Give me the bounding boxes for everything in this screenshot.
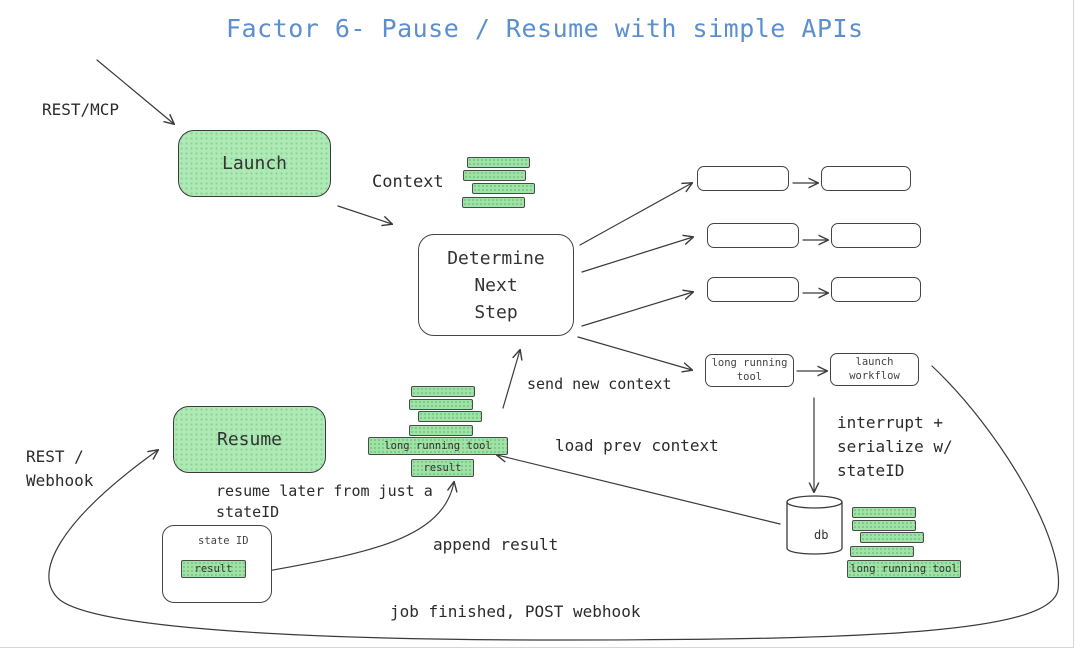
context-bar	[463, 170, 526, 181]
rest-mcp-label: REST/MCP	[42, 100, 120, 119]
launch-node[interactable]: Launch	[178, 130, 331, 197]
db-label: db	[814, 528, 829, 542]
context-bar	[860, 532, 924, 543]
state-id-label: state ID	[198, 535, 249, 547]
send-new-context-label: send new context	[527, 375, 672, 393]
context-bar	[418, 411, 482, 422]
append-result-label: append result	[433, 535, 559, 554]
long-running-tool-tag: long running tool	[368, 437, 508, 455]
interrupt-label-line2: serialize w/	[837, 437, 953, 456]
launch-workflow-node[interactable]: launch workflow	[830, 353, 919, 386]
context-bar	[850, 546, 914, 557]
db-icon[interactable]	[784, 492, 846, 560]
step-box-row2-b[interactable]	[831, 223, 921, 248]
context-bar	[409, 425, 473, 436]
interrupt-label-line3: stateID	[837, 461, 905, 480]
context-bar	[462, 197, 525, 208]
context-label: Context	[372, 172, 444, 192]
load-prev-context-label: load prev context	[555, 436, 719, 455]
page-title: Factor 6- Pause / Resume with simple API…	[226, 14, 864, 43]
state-id-box[interactable]	[162, 525, 272, 603]
launch-label: Launch	[221, 153, 288, 174]
step-box-row3-b[interactable]	[831, 277, 921, 302]
context-bar	[852, 520, 916, 531]
resume-later-label-line1: resume later from just a	[216, 482, 433, 500]
resume-node[interactable]: Resume	[173, 406, 326, 473]
step-box-row3-a[interactable]	[707, 277, 799, 302]
step-box-row1-a[interactable]	[697, 166, 789, 191]
state-result-tag: result	[181, 560, 246, 578]
context-bar	[472, 183, 535, 194]
determine-next-step-node[interactable]: Determine Next Step	[418, 234, 574, 336]
context-bar	[467, 157, 530, 168]
context-bar	[411, 386, 475, 397]
resume-label: Resume	[216, 429, 283, 450]
result-tag: result	[411, 459, 474, 477]
db-long-running-tool-tag: long running tool	[847, 560, 961, 578]
rest-label: REST /	[26, 447, 84, 466]
context-bar	[852, 507, 916, 518]
webhook-label: Webhook	[26, 471, 94, 490]
step-box-row1-b[interactable]	[821, 166, 911, 191]
step-box-row2-a[interactable]	[707, 223, 799, 248]
context-bar	[409, 399, 473, 410]
interrupt-label-line1: interrupt +	[837, 413, 943, 432]
job-finished-label: job finished, POST webhook	[390, 602, 641, 621]
resume-later-label-line2: stateID	[216, 503, 280, 521]
long-running-tool-node[interactable]: long running tool	[705, 354, 794, 387]
